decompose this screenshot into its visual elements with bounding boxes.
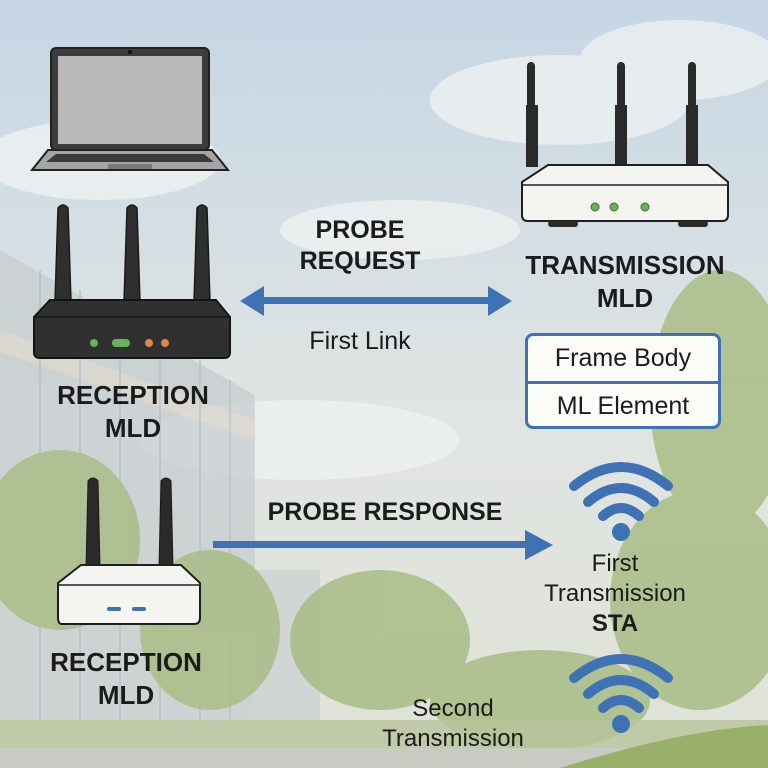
label-line: STA <box>591 610 639 637</box>
transmission-mld-label: TRANSMISSION MLD <box>505 249 745 314</box>
label-line: Transmission <box>382 725 524 752</box>
led-green <box>590 202 600 212</box>
label-line: First <box>591 550 639 577</box>
second-transmission-label: Second Transmission <box>368 694 538 754</box>
led-orange <box>161 339 169 347</box>
label-line: Second <box>412 695 494 722</box>
led-green <box>609 202 619 212</box>
label-line: TRANSMISSION <box>525 250 725 280</box>
probe-request-label: PROBE REQUEST <box>280 215 440 278</box>
label-line: RECEPTION <box>50 647 202 677</box>
reception-mld-router-icon-2 <box>57 477 201 625</box>
label-line: MLD <box>104 412 162 443</box>
first-link-label: First Link <box>309 327 411 355</box>
reception-mld-label-1: RECEPTION MLD <box>30 379 236 444</box>
label-line: Transmission <box>544 580 686 607</box>
transmission-mld-router-icon <box>521 62 729 227</box>
label-line: REQUEST <box>299 247 421 276</box>
label-line: PROBE <box>315 216 405 244</box>
wifi-icon <box>569 654 673 733</box>
label-line: MLD <box>97 679 155 710</box>
first-transmission-sta-label: First Transmission STA <box>520 549 710 639</box>
led-green-bar <box>112 339 130 347</box>
wifi-icon <box>569 462 673 541</box>
label-line: MLD <box>596 282 654 313</box>
probe-response-arrow <box>213 530 553 560</box>
led-blue <box>107 607 121 611</box>
ml-element-row: ML Element <box>556 392 690 420</box>
led-green <box>90 339 98 347</box>
led-orange <box>145 339 153 347</box>
frame-structure-box: Frame Body ML Element <box>525 333 721 429</box>
label-line: RECEPTION <box>57 380 209 410</box>
probe-response-label: PROBE RESPONSE <box>267 498 503 526</box>
led-green <box>640 202 650 212</box>
frame-body-row: Frame Body <box>528 336 718 384</box>
led-blue <box>132 607 146 611</box>
reception-mld-label-2: RECEPTION MLD <box>26 646 226 711</box>
laptop-icon <box>29 47 231 171</box>
probe-request-bidirectional-arrow <box>240 286 512 316</box>
reception-mld-router-icon <box>33 204 231 359</box>
